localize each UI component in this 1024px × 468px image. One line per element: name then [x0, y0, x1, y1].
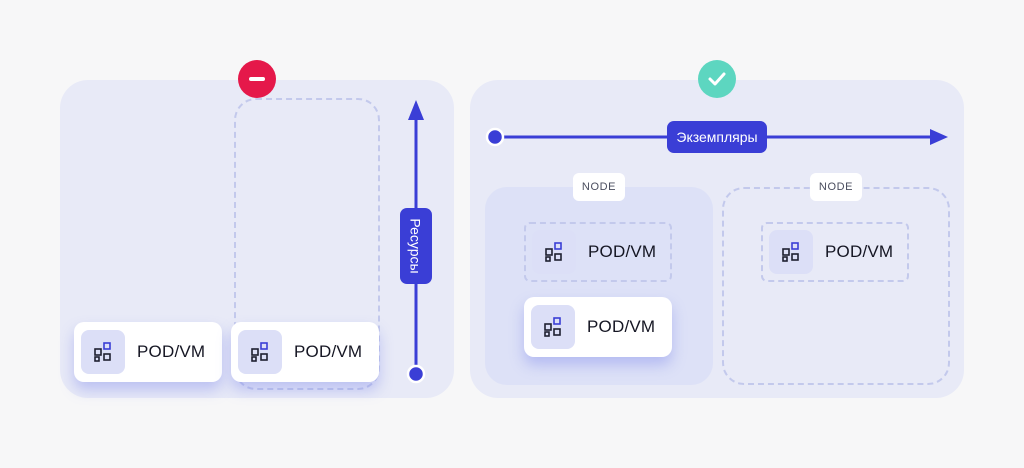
minus-circle-icon [238, 60, 276, 98]
pod-label: POD/VM [137, 342, 206, 361]
pod-card-node2-placeholder: POD/VM [761, 222, 909, 282]
pod-card-node1-placeholder: POD/VM [524, 222, 672, 282]
check-circle-icon [698, 60, 736, 98]
pod-card-left-1: POD/VM [74, 322, 222, 382]
pod-card-left-2: POD/VM [231, 322, 379, 382]
pod-icon [532, 230, 576, 274]
resources-axis-label: Ресурсы [400, 208, 432, 284]
pod-label: POD/VM [294, 342, 363, 361]
pod-card-node1-active: POD/VM [524, 297, 672, 357]
pod-icon [531, 305, 575, 349]
pod-label: POD/VM [825, 242, 894, 261]
node-tag: NODE [573, 173, 625, 201]
pod-icon [81, 330, 125, 374]
pod-icon [769, 230, 813, 274]
pod-label: POD/VM [587, 317, 656, 336]
pod-label: POD/VM [588, 242, 657, 261]
pod-icon [238, 330, 282, 374]
node-tag: NODE [810, 173, 862, 201]
instances-axis-label: Экземпляры [667, 121, 767, 153]
node-2 [722, 187, 950, 385]
empty-slot-outline [234, 98, 380, 390]
